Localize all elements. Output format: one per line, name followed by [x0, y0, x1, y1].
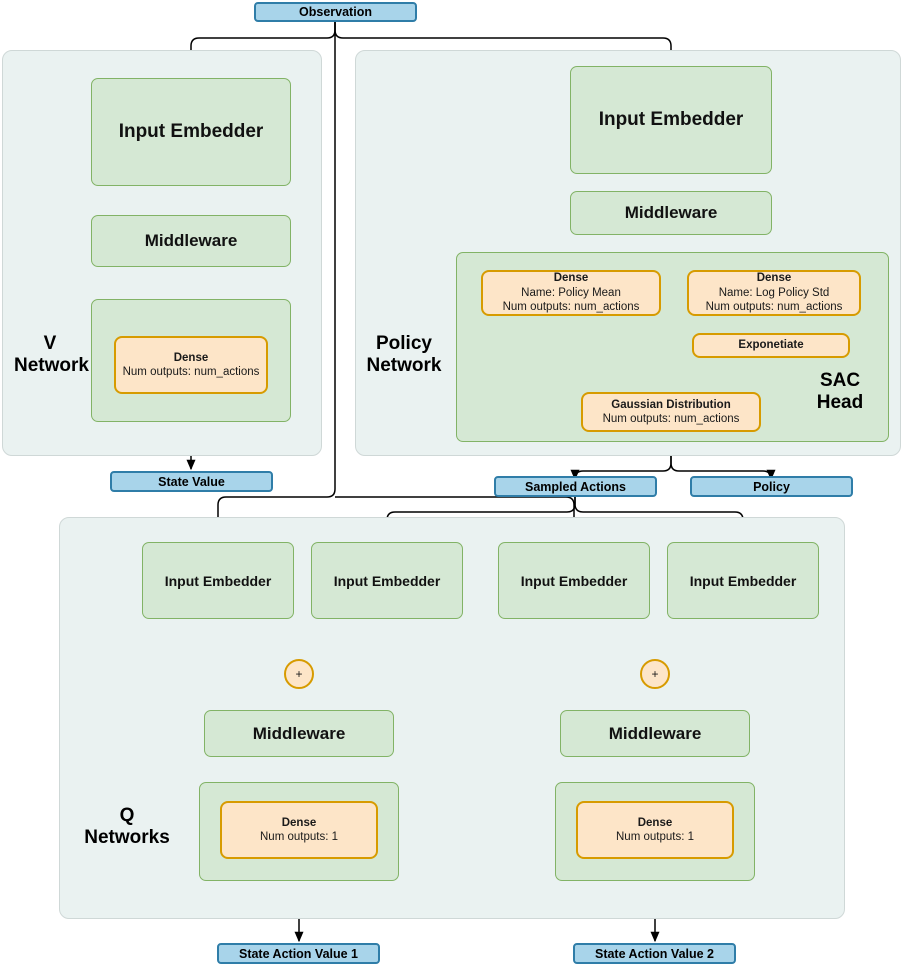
- q1-add-operator-label: +: [295, 667, 303, 681]
- io-state-action-value-2[interactable]: State Action Value 2: [573, 943, 736, 964]
- io-policy-label: Policy: [753, 479, 790, 494]
- q1-add-operator[interactable]: +: [284, 659, 314, 689]
- group-sac-head-label: SAC Head: [816, 370, 864, 413]
- policy-dense-log-std-name: Name: Log Policy Std: [718, 286, 830, 299]
- policy-dense-mean-outputs: Num outputs: num_actions: [502, 301, 640, 314]
- q-input-embedder-4[interactable]: Input Embedder: [667, 542, 819, 619]
- q2-dense-node[interactable]: Dense Num outputs: 1: [576, 801, 734, 859]
- io-state-action-value-2-label: State Action Value 2: [594, 946, 715, 961]
- q-input-embedder-2-label: Input Embedder: [333, 572, 441, 589]
- io-state-value[interactable]: State Value: [110, 471, 273, 492]
- v-input-embedder[interactable]: Input Embedder: [91, 78, 291, 186]
- group-q-networks-label: Q Networks: [84, 805, 170, 848]
- policy-dense-mean-title: Dense: [553, 272, 589, 285]
- q2-dense-title: Dense: [637, 816, 673, 829]
- v-dense-outputs: Num outputs: num_actions: [122, 366, 260, 378]
- policy-exponetiate[interactable]: Exponetiate: [692, 333, 850, 358]
- q-input-embedder-3[interactable]: Input Embedder: [498, 542, 650, 619]
- io-sampled-actions-label: Sampled Actions: [525, 479, 626, 494]
- q-input-embedder-1[interactable]: Input Embedder: [142, 542, 294, 619]
- policy-gaussian-outputs: Num outputs: num_actions: [602, 413, 740, 425]
- io-state-value-label: State Value: [158, 474, 225, 489]
- policy-middleware-label: Middleware: [624, 203, 718, 222]
- v-middleware[interactable]: Middleware: [91, 215, 291, 267]
- v-middleware-label: Middleware: [144, 231, 238, 250]
- policy-middleware[interactable]: Middleware: [570, 191, 772, 235]
- policy-dense-mean-name: Name: Policy Mean: [521, 286, 621, 299]
- policy-dense-mean[interactable]: Dense Name: Policy Mean Num outputs: num…: [481, 270, 661, 316]
- q2-add-operator-label: +: [651, 667, 659, 681]
- q1-dense-title: Dense: [281, 816, 317, 829]
- policy-exponetiate-label: Exponetiate: [738, 339, 804, 352]
- q-input-embedder-1-label: Input Embedder: [164, 572, 272, 589]
- io-state-action-value-1[interactable]: State Action Value 1: [217, 943, 380, 964]
- policy-input-embedder[interactable]: Input Embedder: [570, 66, 772, 174]
- group-policy-network-label: Policy Network: [366, 333, 442, 376]
- policy-dense-log-std[interactable]: Dense Name: Log Policy Std Num outputs: …: [687, 270, 861, 316]
- q-input-embedder-3-label: Input Embedder: [520, 572, 628, 589]
- policy-gaussian-title: Gaussian Distribution: [611, 398, 731, 411]
- policy-gaussian-distribution[interactable]: Gaussian Distribution Num outputs: num_a…: [581, 392, 761, 432]
- io-sampled-actions[interactable]: Sampled Actions: [494, 476, 657, 497]
- q1-middleware-label: Middleware: [252, 723, 346, 743]
- v-input-embedder-label: Input Embedder: [118, 121, 264, 142]
- policy-dense-log-std-outputs: Num outputs: num_actions: [705, 301, 843, 314]
- q2-middleware-label: Middleware: [608, 723, 702, 743]
- q1-dense-outputs: Num outputs: 1: [260, 831, 338, 843]
- q1-middleware[interactable]: Middleware: [204, 710, 394, 757]
- q-input-embedder-4-label: Input Embedder: [689, 572, 797, 589]
- group-v-network-label: V Network: [14, 333, 89, 376]
- v-dense-node[interactable]: Dense Num outputs: num_actions: [114, 336, 268, 394]
- io-policy[interactable]: Policy: [690, 476, 853, 497]
- io-observation[interactable]: Observation: [254, 2, 417, 22]
- io-observation-label: Observation: [299, 5, 372, 19]
- q2-middleware[interactable]: Middleware: [560, 710, 750, 757]
- q2-dense-outputs: Num outputs: 1: [616, 831, 694, 843]
- policy-dense-log-std-title: Dense: [756, 272, 792, 285]
- q1-dense-node[interactable]: Dense Num outputs: 1: [220, 801, 378, 859]
- q-input-embedder-2[interactable]: Input Embedder: [311, 542, 463, 619]
- policy-input-embedder-label: Input Embedder: [598, 109, 744, 130]
- q2-add-operator[interactable]: +: [640, 659, 670, 689]
- v-dense-title: Dense: [173, 351, 209, 364]
- io-state-action-value-1-label: State Action Value 1: [238, 946, 359, 961]
